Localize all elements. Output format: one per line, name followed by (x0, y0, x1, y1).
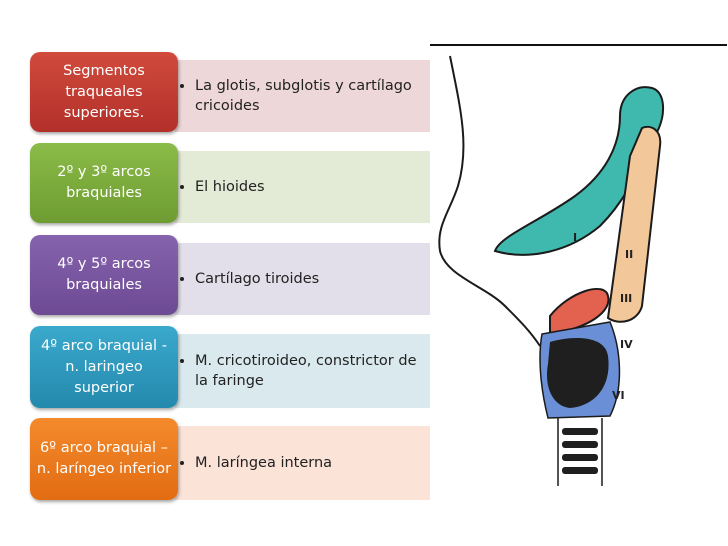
pharyngeal-arches-figure: I II III IV VI (438, 55, 664, 486)
label-arch-III: III (620, 292, 632, 305)
category-tile: 4º y 5º arcos braquiales (30, 235, 178, 315)
trachea-ring (562, 428, 598, 435)
description-text: La glotis, subglotis y cartílago cricoid… (195, 76, 430, 116)
arch-2 (606, 126, 662, 323)
row-3: Cartílago tiroides 4º y 5º arcos braquia… (30, 235, 430, 315)
larynx-structure (546, 337, 609, 408)
row-5: M. laríngea interna 6º arco braquial – n… (30, 418, 430, 500)
header-rule (430, 44, 727, 46)
row-2: El hioides 2º y 3º arcos braquiales (30, 143, 430, 223)
category-label: 2º y 3º arcos braquiales (57, 164, 151, 201)
description-text: M. cricotiroideo, constrictor de la fari… (195, 351, 430, 391)
description-panel: M. cricotiroideo, constrictor de la fari… (175, 334, 430, 408)
description-panel: La glotis, subglotis y cartílago cricoid… (175, 60, 430, 132)
category-tile: 4º arco braquial - n. laringeo superior (30, 326, 178, 408)
trachea-ring (562, 441, 598, 448)
category-label: 4º y 5º arcos braquiales (57, 256, 151, 293)
category-tile: Segmentos traqueales superiores. (30, 52, 178, 132)
category-tile: 2º y 3º arcos braquiales (30, 143, 178, 223)
description-panel: M. laríngea interna (175, 426, 430, 500)
row-1: La glotis, subglotis y cartílago cricoid… (30, 52, 430, 132)
category-label: Segmentos traqueales superiores. (63, 62, 145, 121)
label-arch-IV: IV (620, 338, 633, 351)
row-4: M. cricotiroideo, constrictor de la fari… (30, 326, 430, 408)
description-panel: El hioides (175, 151, 430, 223)
label-arch-II: II (625, 248, 633, 261)
description-text: El hioides (195, 177, 265, 197)
face-profile (438, 55, 541, 347)
label-arch-I: I (573, 231, 577, 244)
description-text: M. laríngea interna (195, 453, 332, 473)
trachea-ring (562, 467, 598, 474)
trachea-ring (562, 454, 598, 461)
category-tile: 6º arco braquial – n. laríngeo inferior (30, 418, 178, 500)
label-arch-VI: VI (612, 389, 625, 402)
category-label: 6º arco braquial – n. laríngeo inferior (36, 440, 172, 477)
description-panel: Cartílago tiroides (175, 243, 430, 315)
category-label: 4º arco braquial - n. laringeo superior (41, 337, 167, 396)
description-text: Cartílago tiroides (195, 269, 319, 289)
arch-1 (493, 86, 664, 256)
